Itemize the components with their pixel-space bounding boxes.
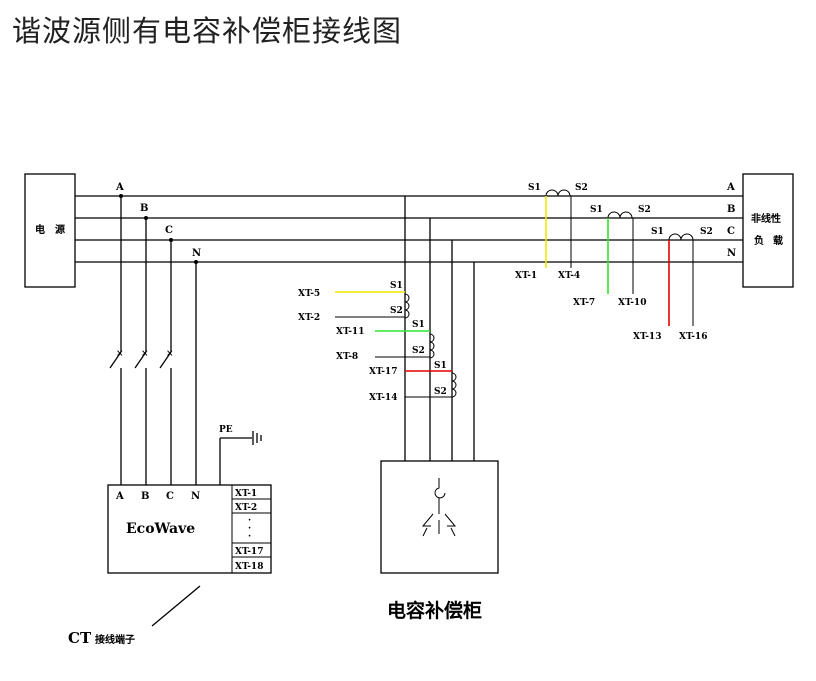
ecowave-terminal-xt17: XT-17 <box>235 547 263 557</box>
load-label-zai: 载 <box>773 234 783 247</box>
cap-ct-c-s2: XT-14 <box>369 393 397 403</box>
capacitor-cabinet-label: 电容补偿柜 <box>387 599 482 622</box>
load-ct-a-s1: XT-1 <box>515 271 537 281</box>
cap-ct-a-s2: XT-2 <box>298 313 320 323</box>
cap-ct-a-s1: XT-5 <box>298 289 320 299</box>
ecowave-unit: A B C N EcoWave XT-1 XT-2 · · · XT-17 XT… <box>107 484 272 574</box>
svg-text:·: · <box>248 524 251 534</box>
load-ct-b-s2: XT-10 <box>618 298 646 308</box>
power-source-label-1: 电 <box>35 223 45 236</box>
pe-label: PE <box>219 425 233 435</box>
bus-label-b-left: B <box>140 203 148 214</box>
ct-connector-ct: CT <box>68 629 92 647</box>
svg-text:S2: S2 <box>412 346 425 356</box>
svg-text:S1: S1 <box>390 281 403 291</box>
bus-label-b-right: B <box>727 204 735 215</box>
svg-text:S1: S1 <box>434 361 447 371</box>
bus-label-c-left: C <box>165 225 173 236</box>
pe-ground: PE <box>219 425 262 485</box>
svg-text:S1: S1 <box>590 205 603 215</box>
load-label-fu: 负 <box>754 234 764 247</box>
svg-text:·: · <box>248 516 251 526</box>
load-cts: S1 S2 XT-1 XT-4 S1 S2 XT-7 XT-10 S1 S2 X… <box>515 183 713 342</box>
ecowave-terminal-xt2: XT-2 <box>235 503 257 513</box>
ecowave-input-a: A <box>115 491 124 502</box>
svg-text:S1: S1 <box>412 320 425 330</box>
bus-label-a-left: A <box>115 182 124 193</box>
svg-text:×: × <box>141 349 149 359</box>
ct-connector-callout: CT 接线端子 <box>68 585 201 647</box>
svg-text:S2: S2 <box>434 387 447 397</box>
bus-label-n-right: N <box>727 248 736 259</box>
bus-lines <box>75 195 743 263</box>
ct-connector-rest: 接线端子 <box>95 633 135 646</box>
svg-text:S2: S2 <box>638 205 651 215</box>
power-source: 电 源 <box>24 173 76 288</box>
bus-label-c-right: C <box>727 226 735 237</box>
svg-text:S1: S1 <box>651 227 664 237</box>
svg-text:S2: S2 <box>390 306 403 316</box>
load-ct-c-s1: XT-13 <box>633 332 661 342</box>
load-ct-b-s1: XT-7 <box>573 298 595 308</box>
load-ct-a-s2: XT-4 <box>558 271 580 281</box>
load-label-line1: 非线性 <box>751 212 781 225</box>
bus-label-a-right: A <box>726 182 735 193</box>
capacitor-feeders <box>404 196 475 461</box>
svg-text:S2: S2 <box>575 183 588 193</box>
cap-ct-b-s1: XT-11 <box>336 327 364 337</box>
ecowave-input-c: C <box>166 491 174 502</box>
bus-label-n-left: N <box>192 248 201 259</box>
svg-text:×: × <box>166 349 174 359</box>
nonlinear-load: 非线性 负 载 <box>742 173 794 288</box>
ecowave-terminal-xt18: XT-18 <box>235 562 263 572</box>
capacitor-cts: S1 S2 XT-5 XT-2 S1 S2 XT-11 XT-8 S1 S2 X… <box>298 281 457 403</box>
ecowave-input-n: N <box>191 491 200 502</box>
ecowave-feeders: × × × <box>109 194 198 485</box>
svg-text:×: × <box>116 349 124 359</box>
cap-ct-c-s1: XT-17 <box>369 367 397 377</box>
ecowave-input-b: B <box>141 491 149 502</box>
svg-text:·: · <box>248 532 251 542</box>
power-source-label-2: 源 <box>55 223 65 236</box>
svg-text:S2: S2 <box>700 227 713 237</box>
page-title: 谐波源侧有电容补偿柜接线图 <box>12 14 403 48</box>
ecowave-terminal-xt1: XT-1 <box>235 489 257 499</box>
svg-text:S1: S1 <box>528 183 541 193</box>
ecowave-name: EcoWave <box>126 521 195 537</box>
capacitor-switch-icon <box>434 478 446 499</box>
capacitor-bank-icon <box>421 513 457 534</box>
cap-ct-b-s2: XT-8 <box>336 352 358 362</box>
load-ct-c-s2: XT-16 <box>679 332 707 342</box>
capacitor-cabinet: 电容补偿柜 <box>380 460 499 622</box>
